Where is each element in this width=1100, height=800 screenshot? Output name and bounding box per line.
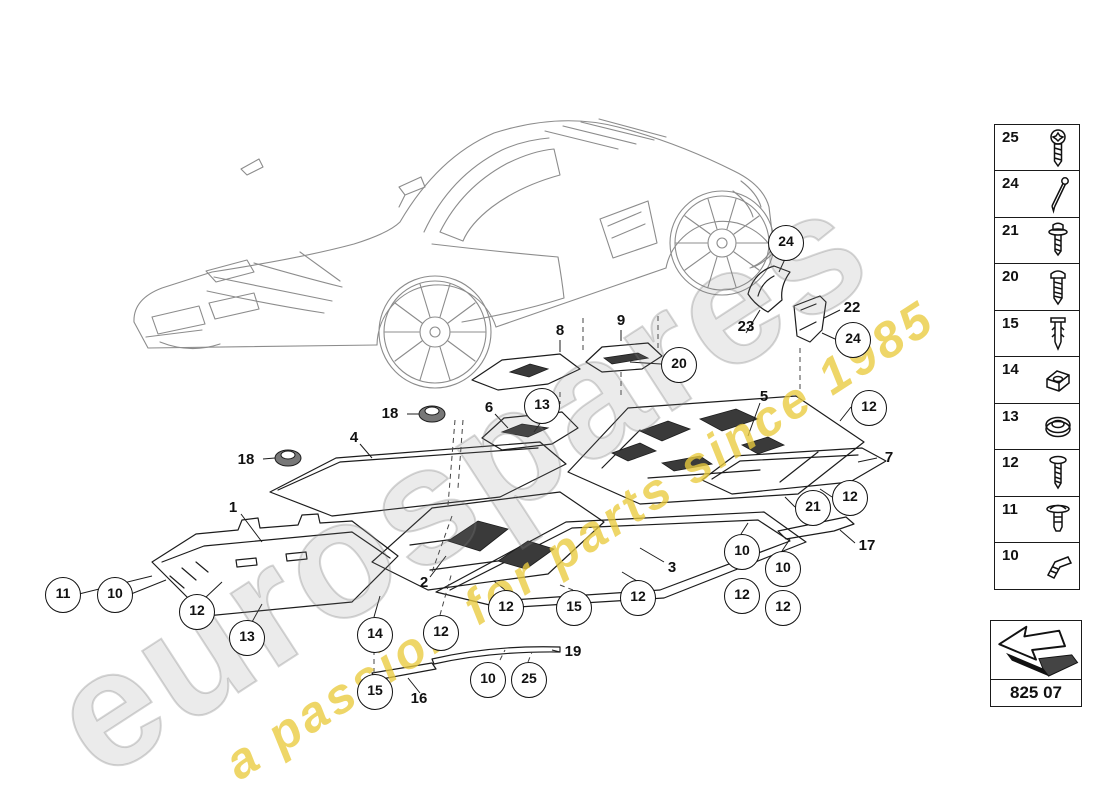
legend-item-number: 11 xyxy=(1002,500,1018,518)
part-label-23: 23 xyxy=(737,318,755,335)
part-label-18: 18 xyxy=(381,405,399,422)
grommet-icon xyxy=(1045,416,1071,437)
diagram-code: 825 07 xyxy=(990,678,1082,707)
callout-12[interactable]: 12 xyxy=(179,594,215,630)
tapping-screw-large-icon xyxy=(1050,270,1066,305)
part-label-4: 4 xyxy=(349,429,359,446)
legend-item-24[interactable]: 24 xyxy=(994,170,1080,218)
diagram-code-box: 825 07 xyxy=(990,620,1082,707)
legend-item-number: 13 xyxy=(1002,407,1019,425)
part-label-9: 9 xyxy=(616,312,626,329)
callout-10[interactable]: 10 xyxy=(470,662,506,698)
callout-15[interactable]: 15 xyxy=(556,590,592,626)
legend-item-14[interactable]: 14 xyxy=(994,356,1080,404)
legend-item-number: 12 xyxy=(1002,454,1019,471)
retainer-clip-icon xyxy=(1047,556,1072,579)
part-label-3: 3 xyxy=(667,559,677,576)
legend-item-number: 25 xyxy=(1002,128,1019,146)
push-rivet-icon xyxy=(1046,504,1070,532)
legend-item-11[interactable]: 11 xyxy=(994,495,1080,544)
part-label-1: 1 xyxy=(228,499,238,516)
callout-25[interactable]: 25 xyxy=(511,662,547,698)
callout-13[interactable]: 13 xyxy=(524,388,560,424)
fastener-legend: 25 24 21 20 15 14 13 12 11 10 xyxy=(994,123,1080,590)
part-label-8: 8 xyxy=(555,322,565,339)
legend-item-number: 24 xyxy=(1002,175,1019,192)
legend-item-25[interactable]: 25 xyxy=(994,123,1080,172)
legend-item-number: 10 xyxy=(1002,547,1019,564)
part-label-17: 17 xyxy=(858,537,876,554)
callout-13[interactable]: 13 xyxy=(229,620,265,656)
callout-11[interactable]: 11 xyxy=(45,577,81,613)
torx-screw-icon xyxy=(1050,128,1066,167)
legend-item-10[interactable]: 10 xyxy=(994,542,1080,590)
part-label-6: 6 xyxy=(484,399,494,416)
callout-10[interactable]: 10 xyxy=(97,577,133,613)
part-label-22: 22 xyxy=(843,299,861,316)
part-label-19: 19 xyxy=(564,643,582,660)
legend-item-number: 14 xyxy=(1002,361,1019,378)
part-label-16: 16 xyxy=(410,690,428,707)
callout-10[interactable]: 10 xyxy=(724,534,760,570)
part-label-18: 18 xyxy=(237,451,255,468)
clip-nut-icon xyxy=(1046,370,1070,392)
callout-12[interactable]: 12 xyxy=(423,615,459,651)
part-label-2: 2 xyxy=(419,574,429,591)
callout-24[interactable]: 24 xyxy=(835,322,871,358)
legend-item-13[interactable]: 13 xyxy=(994,402,1080,451)
part-label-5: 5 xyxy=(759,388,769,405)
callout-12[interactable]: 12 xyxy=(765,590,801,626)
pin-rivet-icon xyxy=(1051,177,1069,212)
legend-item-15[interactable]: 15 xyxy=(994,309,1080,358)
callout-12[interactable]: 12 xyxy=(620,580,656,616)
washer-screw-icon xyxy=(1048,222,1068,256)
callout-12[interactable]: 12 xyxy=(832,480,868,516)
callout-14[interactable]: 14 xyxy=(357,617,393,653)
direction-arrow-icon xyxy=(990,620,1082,680)
callout-12[interactable]: 12 xyxy=(851,390,887,426)
callout-20[interactable]: 20 xyxy=(661,347,697,383)
part-label-7: 7 xyxy=(884,449,894,466)
dashed-leader-lines xyxy=(373,316,801,674)
legend-item-number: 15 xyxy=(1002,314,1019,332)
callout-24[interactable]: 24 xyxy=(768,225,804,261)
callout-15[interactable]: 15 xyxy=(357,674,393,710)
legend-item-12[interactable]: 12 xyxy=(994,449,1080,497)
tapping-screw-icon xyxy=(1049,455,1067,489)
callout-12[interactable]: 12 xyxy=(724,578,760,614)
callout-21[interactable]: 21 xyxy=(795,490,831,526)
legend-item-number: 21 xyxy=(1002,221,1019,239)
legend-item-number: 20 xyxy=(1002,268,1019,285)
expansion-rivet-icon xyxy=(1050,316,1066,350)
panel-cutouts xyxy=(447,352,786,570)
legend-item-21[interactable]: 21 xyxy=(994,216,1080,265)
callout-10[interactable]: 10 xyxy=(765,551,801,587)
callout-12[interactable]: 12 xyxy=(488,590,524,626)
legend-item-20[interactable]: 20 xyxy=(994,263,1080,311)
